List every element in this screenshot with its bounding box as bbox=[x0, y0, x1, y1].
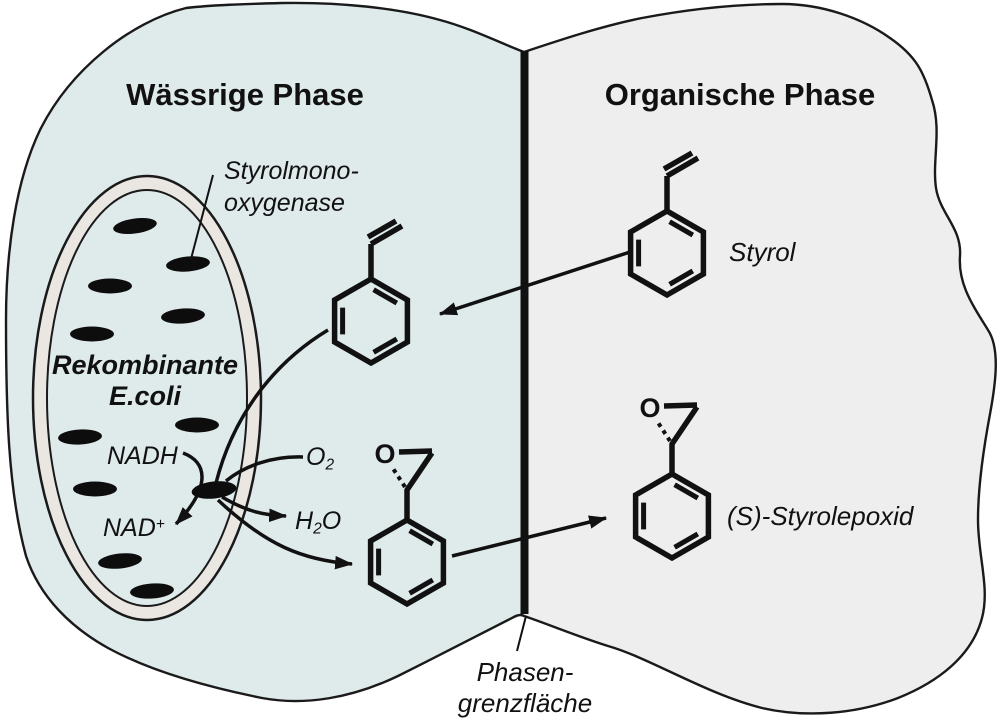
interface-label: Phasen- grenzfläche bbox=[425, 657, 625, 719]
o2-to-enzyme-curve bbox=[224, 455, 304, 483]
nadh-label: NADH bbox=[107, 442, 178, 470]
h2o-tail: O bbox=[321, 507, 342, 535]
plasmid bbox=[130, 583, 174, 599]
enzyme-leader-line bbox=[190, 174, 214, 260]
organic-phase-title: Organische Phase bbox=[604, 77, 876, 112]
plasmid bbox=[58, 429, 102, 445]
plasmid bbox=[73, 481, 117, 497]
aqueous-phase-title: Wässrige Phase bbox=[126, 77, 364, 112]
nadh-to-nad-arrow bbox=[174, 451, 204, 526]
reaction-arrows bbox=[174, 250, 631, 570]
h2o-subscript: 2 bbox=[313, 520, 322, 538]
styrene-transfer-arrow bbox=[438, 250, 631, 316]
styrene-to-enzyme-curve bbox=[214, 328, 329, 484]
plasmid bbox=[70, 326, 114, 342]
enzyme-label-line1: Styrolmono- bbox=[224, 157, 359, 185]
plasmid bbox=[88, 278, 132, 294]
plasmid bbox=[98, 553, 142, 569]
cell-inner-membrane bbox=[46, 189, 248, 607]
plasmids bbox=[58, 217, 219, 599]
plasmid bbox=[175, 417, 219, 433]
interface-label-line1: Phasen- bbox=[476, 657, 574, 687]
enzyme-to-h2o-arrow bbox=[221, 495, 288, 523]
nad-base: NAD bbox=[103, 514, 156, 542]
o2-base: O bbox=[306, 443, 326, 471]
enzyme-label: Styrolmono- oxygenase bbox=[224, 155, 359, 219]
o2-subscript: 2 bbox=[325, 456, 335, 474]
blob-outline bbox=[4, 1, 997, 715]
nad-superscript: + bbox=[155, 516, 165, 534]
epoxide-transfer-arrow bbox=[451, 515, 608, 558]
cell-label-line2: E.coli bbox=[108, 381, 182, 411]
o2-label: O2 bbox=[306, 443, 334, 475]
enzyme-to-epoxide-arrow bbox=[216, 498, 354, 570]
organic-region bbox=[524, 2, 996, 714]
ecoli-cell bbox=[31, 174, 263, 622]
cell-label: Rekombinante E.coli bbox=[45, 350, 245, 412]
styrene-label: Styrol bbox=[729, 237, 796, 267]
plasmid bbox=[166, 256, 210, 272]
cell-label-line1: Rekombinante bbox=[51, 350, 239, 380]
styrene-oxide-label: (S)-Styrolepoxid bbox=[727, 501, 914, 531]
plasmid bbox=[161, 308, 205, 324]
enzyme-label-line2: oxygenase bbox=[224, 189, 345, 217]
styrene-monooxygenase-enzyme bbox=[191, 481, 237, 499]
plasmid bbox=[113, 217, 157, 235]
interface-label-line2: grenzfläche bbox=[457, 688, 593, 718]
h2o-base: H bbox=[295, 507, 314, 535]
nad-label: NAD+ bbox=[103, 514, 165, 543]
h2o-label: H2O bbox=[295, 507, 341, 539]
interface-leader-line bbox=[516, 615, 527, 652]
